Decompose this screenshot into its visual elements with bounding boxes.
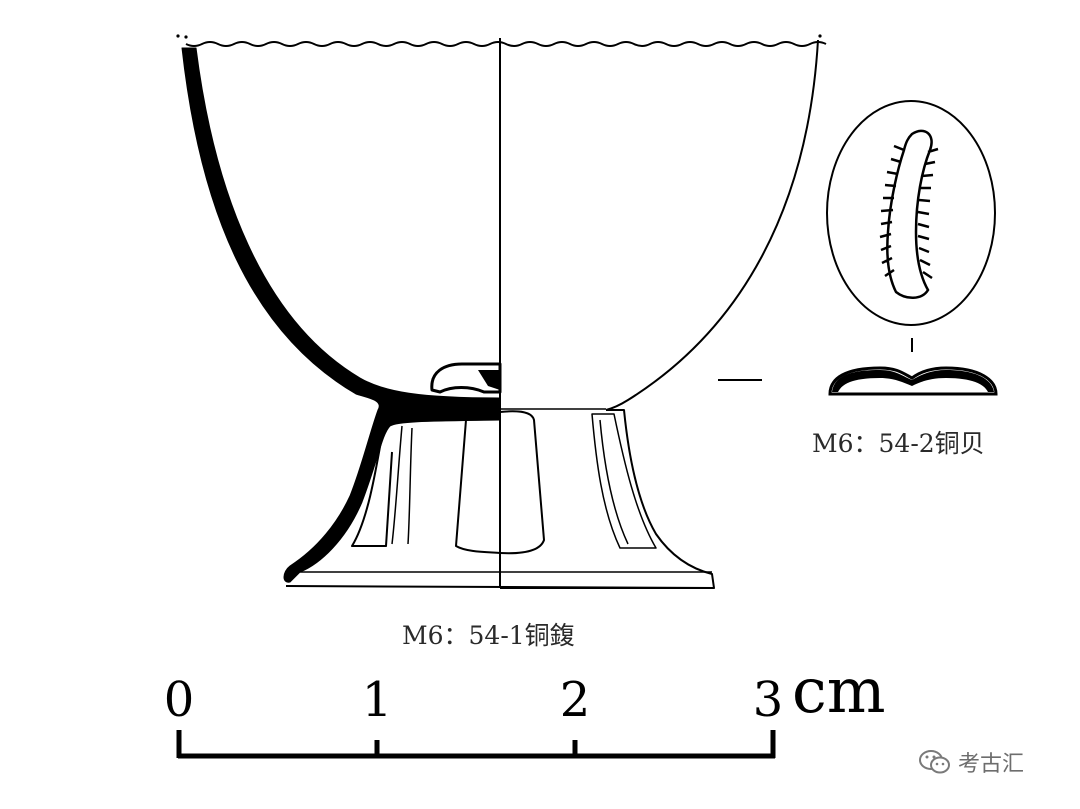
vessel-rim [185, 41, 827, 47]
scale-bar [176, 730, 776, 759]
shell-slit [879, 129, 939, 299]
foot-base-line [285, 585, 715, 589]
foot-exterior-groove-inner [599, 419, 629, 545]
vessel-inner-knob [430, 362, 502, 394]
scale-label-2: 2 [559, 672, 591, 728]
wechat-icon [918, 748, 952, 776]
bronze-vessel-drawing [176, 34, 827, 589]
foot-hollow-right [499, 410, 545, 555]
scale-label-1: 1 [361, 672, 393, 728]
bronze-shell-drawing [826, 100, 998, 396]
foot-hollow [455, 411, 501, 554]
foot-exterior-outline [500, 409, 715, 589]
foot-section-groove [391, 425, 413, 545]
rim-dot-left [176, 34, 180, 38]
vessel-inner-knob-fill [478, 370, 500, 390]
scale-label-0: 0 [163, 672, 195, 728]
shell-caption: M6：54-2铜贝 [812, 429, 985, 458]
shell-section-profile [828, 366, 998, 396]
watermark-text: 考古汇 [958, 752, 1025, 777]
foot-section-inner [351, 423, 393, 547]
scale-label-3: 3 [752, 672, 784, 728]
rim-dot-right [818, 34, 822, 38]
vessel-section-wall [181, 47, 501, 583]
vessel-bowl-outline [605, 39, 819, 411]
watermark: 考古汇 [918, 746, 1024, 778]
foot-exterior-groove [591, 413, 657, 549]
vessel-caption: M6：54-1铜鍑 [402, 621, 575, 650]
shell-outline [826, 100, 996, 326]
scale-unit-label: cm [792, 654, 886, 727]
rim-dot-left-2 [184, 35, 188, 39]
shell-section-fill [832, 370, 994, 392]
